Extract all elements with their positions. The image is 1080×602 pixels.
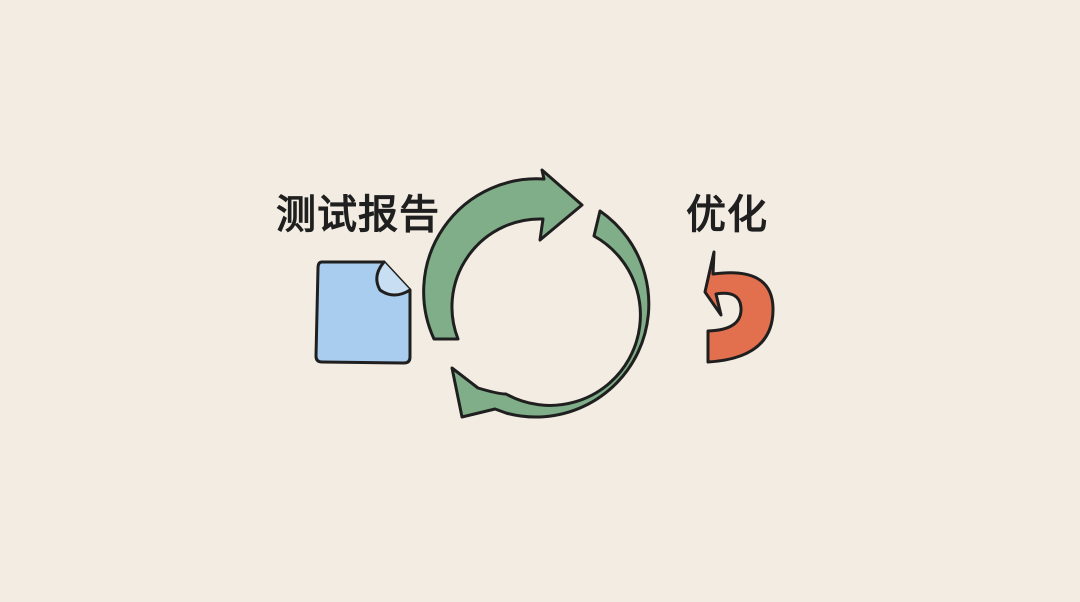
optimize-label: 优化 [686, 192, 768, 238]
test-report-label: 测试报告 [276, 192, 440, 238]
cycle-arrows-icon [422, 168, 651, 419]
document-icon [314, 260, 412, 365]
undo-arrow-icon [703, 250, 775, 364]
